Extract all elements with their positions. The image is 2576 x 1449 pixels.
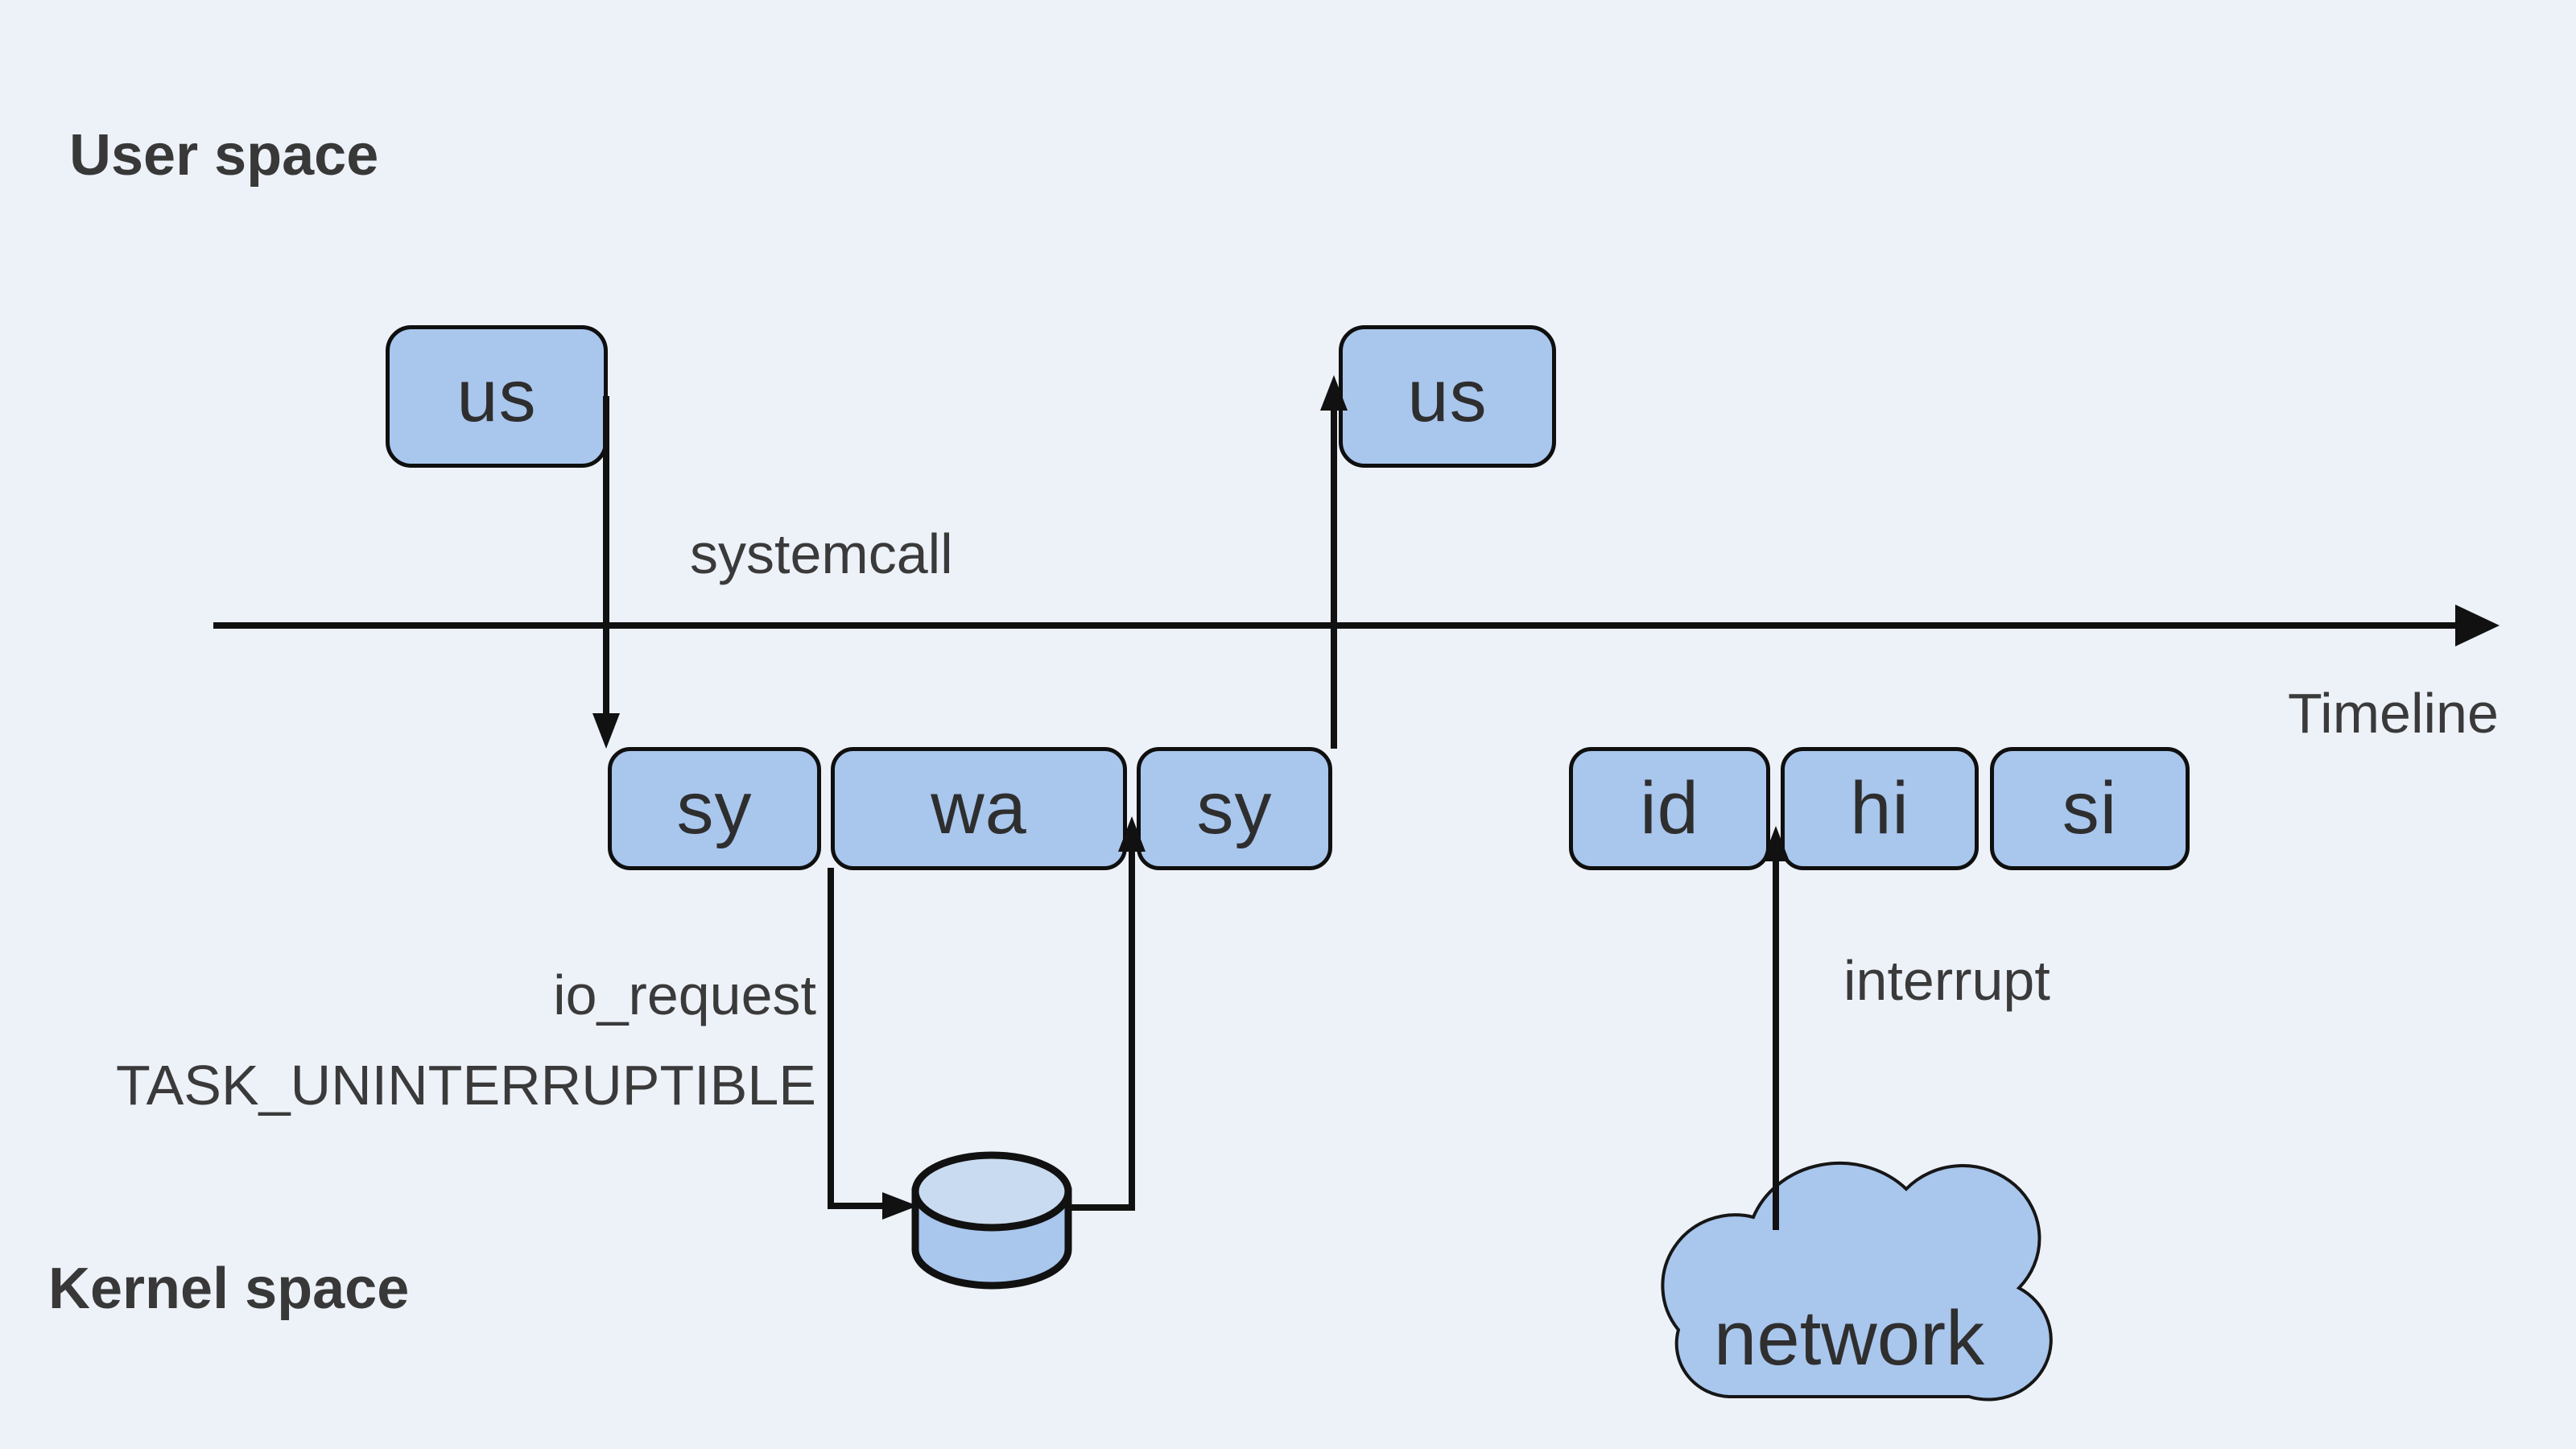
process-box-system-1-label: sy <box>676 767 753 849</box>
interrupt-annotation: interrupt <box>1843 949 2050 1012</box>
systemcall-annotation: systemcall <box>690 522 953 585</box>
task-uninterruptible-annotation: TASK_UNINTERRUPTIBLE <box>116 1054 816 1117</box>
kernel-space-label: Kernel space <box>48 1257 410 1321</box>
network-cloud-label: network <box>1713 1295 1985 1381</box>
process-box-idle-label: id <box>1640 767 1699 849</box>
process-box-idle: id <box>1569 747 1770 870</box>
process-box-user-2-label: us <box>1407 355 1488 437</box>
process-box-wait-label: wa <box>931 767 1027 849</box>
process-box-softirq: si <box>1990 747 2190 870</box>
process-box-system-2-label: sy <box>1196 767 1273 849</box>
process-box-user-1: us <box>386 325 608 468</box>
process-box-hardirq: hi <box>1781 747 1979 870</box>
user-space-label: User space <box>69 123 379 188</box>
process-box-wait: wa <box>831 747 1127 870</box>
process-box-user-2: us <box>1339 325 1556 468</box>
process-box-system-2: sy <box>1137 747 1332 870</box>
process-box-hardirq-label: hi <box>1850 767 1909 849</box>
process-box-system-1: sy <box>608 747 821 870</box>
process-box-user-1-label: us <box>456 355 537 437</box>
timeline-axis-label: Timeline <box>2288 682 2499 745</box>
process-box-softirq-label: si <box>2062 767 2118 849</box>
io-request-annotation: io_request <box>553 964 816 1026</box>
